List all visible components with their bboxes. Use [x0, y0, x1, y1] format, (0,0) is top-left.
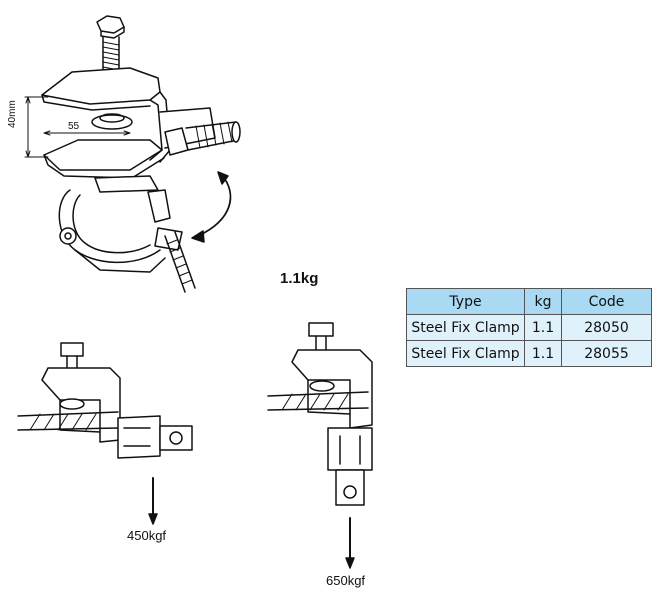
weight-label: 1.1kg: [280, 270, 319, 287]
load-label-right: 650kgf: [326, 573, 366, 588]
table-row: Steel Fix Clamp 1.1 28055: [406, 340, 652, 367]
table-header-row: Type kg Code: [406, 288, 652, 315]
load-label-left: 450kgf: [127, 528, 167, 543]
side-view-clamp-right: [267, 322, 373, 569]
table-row: Steel Fix Clamp 1.1 28050: [406, 314, 652, 341]
side-view-clamp-left: [17, 342, 193, 525]
cell-type: Steel Fix Clamp: [406, 340, 525, 367]
dimension-height-label: 40mm: [7, 100, 18, 128]
dimension-width-label: 55: [68, 121, 80, 132]
isometric-clamp-illustration: [24, 15, 241, 293]
cell-kg: 1.1: [524, 340, 562, 367]
header-code: Code: [561, 288, 652, 315]
cell-code: 28055: [561, 340, 652, 367]
cell-kg: 1.1: [524, 314, 562, 341]
header-type: Type: [406, 288, 525, 315]
spec-table: Type kg Code Steel Fix Clamp 1.1 28050 S…: [406, 288, 652, 367]
header-kg: kg: [524, 288, 562, 315]
cell-type: Steel Fix Clamp: [406, 314, 525, 341]
cell-code: 28050: [561, 314, 652, 341]
